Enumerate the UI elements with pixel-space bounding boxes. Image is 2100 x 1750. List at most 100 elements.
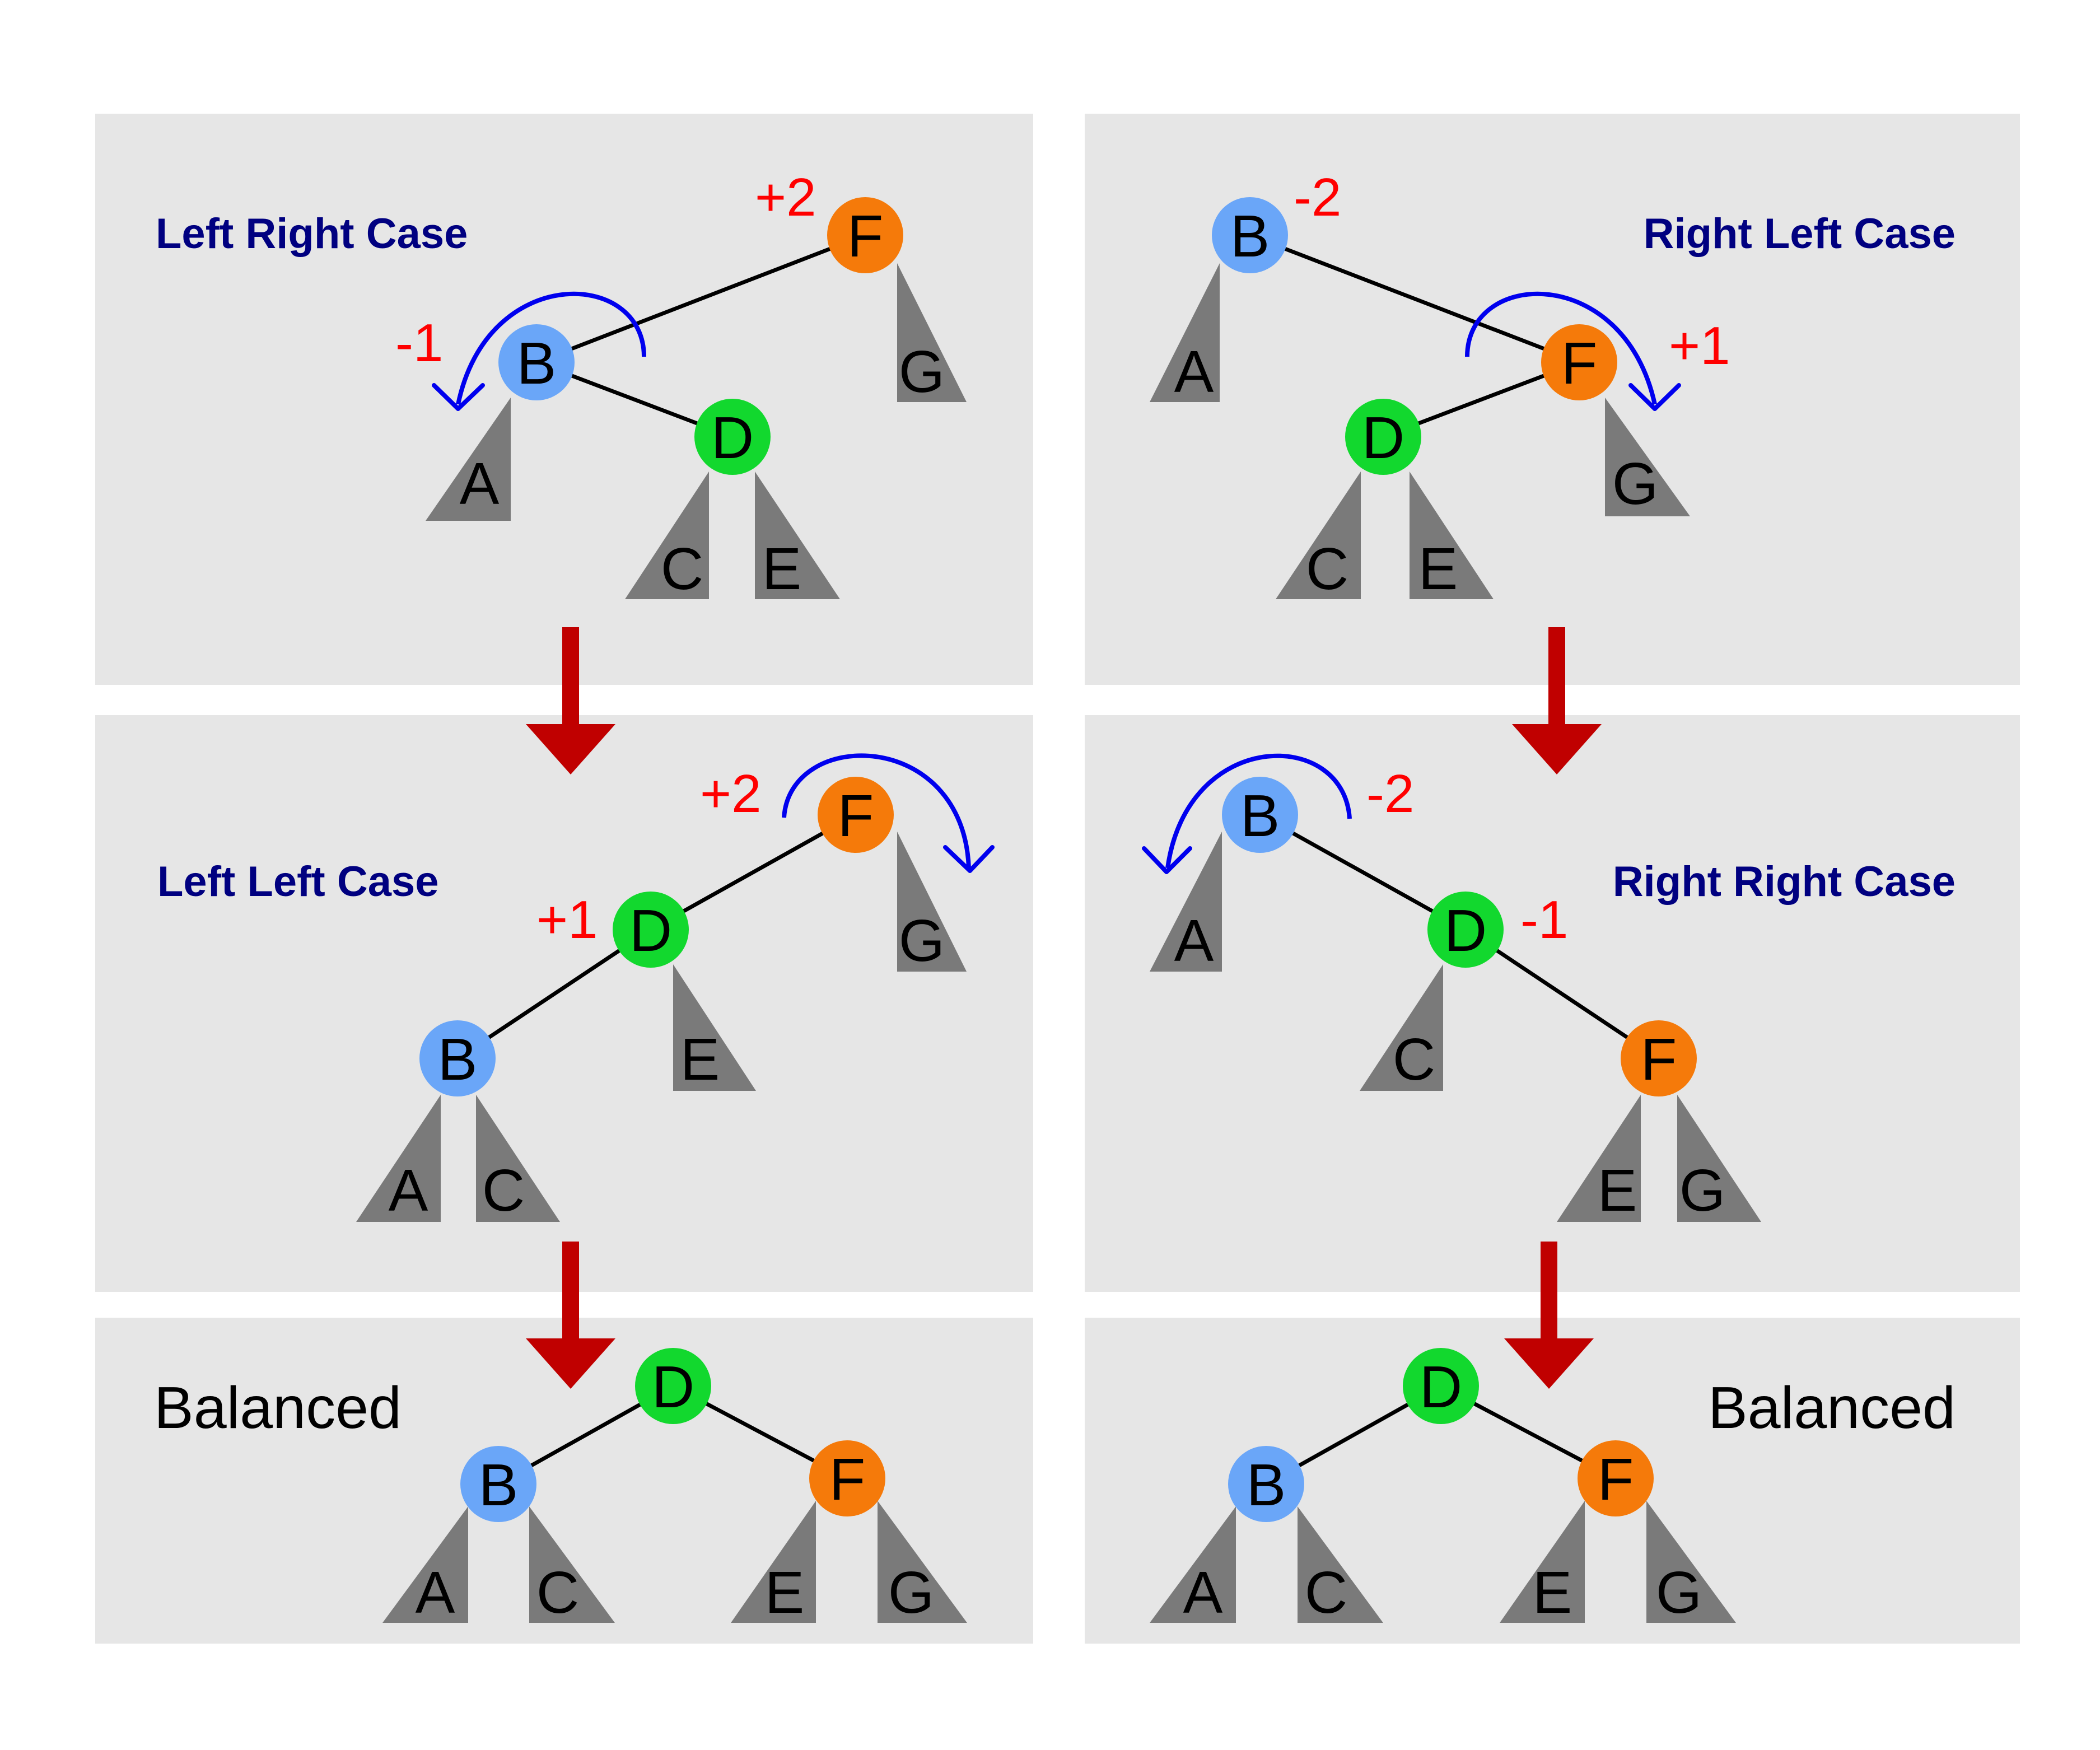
subtree-c: C — [1360, 964, 1443, 1093]
svg-text:B: B — [438, 1026, 478, 1093]
subtree-a: A — [1150, 1506, 1236, 1626]
svg-text:C: C — [536, 1560, 580, 1626]
subtree-c: C — [1276, 472, 1361, 602]
svg-text:D: D — [629, 898, 673, 964]
triangle-icon — [1276, 472, 1361, 599]
svg-text:D: D — [1420, 1354, 1463, 1420]
triangle-icon — [1150, 832, 1222, 972]
svg-text:C: C — [1305, 1560, 1348, 1626]
subtree-c: C — [1298, 1506, 1383, 1626]
node-f: F — [818, 777, 894, 853]
case-title: Left Left Case — [157, 858, 439, 906]
node-f: F — [1621, 1020, 1697, 1096]
svg-text:B: B — [1240, 783, 1280, 849]
balance-factor-d: -1 — [1520, 890, 1568, 950]
triangle-icon — [897, 263, 967, 402]
triangle-icon — [731, 1501, 816, 1623]
triangle-icon — [673, 964, 756, 1091]
case-title: Left Right Case — [156, 210, 468, 258]
node-f: F — [1541, 324, 1617, 400]
curved-arrow-icon — [1165, 753, 1352, 869]
balance-factor-f: +1 — [1669, 316, 1730, 376]
case-title: Right Right Case — [1613, 858, 1956, 906]
panel-right-left-case — [1085, 114, 2020, 685]
svg-text:B: B — [517, 330, 557, 396]
triangle-icon — [356, 1095, 441, 1222]
node-d: D — [694, 399, 771, 475]
triangle-icon — [382, 1506, 468, 1623]
subtree-g: G — [897, 263, 967, 405]
svg-text:C: C — [661, 536, 704, 602]
svg-text:A: A — [1183, 1560, 1223, 1626]
svg-text:G: G — [1612, 451, 1658, 517]
node-f: F — [1578, 1440, 1654, 1516]
down-arrow-icon — [526, 627, 615, 774]
svg-text:F: F — [847, 203, 884, 269]
svg-text:E: E — [680, 1026, 720, 1093]
subtree-g: G — [878, 1501, 967, 1626]
down-arrow-icon — [1512, 627, 1602, 774]
triangle-icon — [1150, 1506, 1236, 1623]
subtree-g: G — [897, 832, 967, 974]
triangle-icon — [1150, 263, 1220, 402]
svg-text:F: F — [1598, 1446, 1634, 1513]
svg-text:G: G — [1656, 1560, 1702, 1626]
balance-factor-b: -1 — [395, 313, 443, 373]
svg-text:A: A — [460, 451, 500, 517]
triangle-icon — [1557, 1095, 1641, 1222]
svg-text:A: A — [1174, 908, 1214, 974]
curved-arrow-icon — [432, 383, 485, 411]
curved-arrow-icon — [456, 291, 646, 405]
subtree-c: C — [625, 472, 709, 602]
svg-text:A: A — [389, 1158, 428, 1224]
node-f: F — [809, 1440, 885, 1516]
node-d: D — [635, 1348, 711, 1424]
svg-text:E: E — [1533, 1560, 1572, 1626]
svg-text:C: C — [1306, 536, 1349, 602]
subtree-g: G — [1605, 398, 1690, 517]
subtree-g: G — [1677, 1095, 1761, 1224]
svg-text:G: G — [888, 1560, 934, 1626]
balance-factor-d: +1 — [536, 890, 598, 950]
svg-text:E: E — [1598, 1158, 1637, 1224]
triangle-icon — [1410, 472, 1494, 599]
triangle-icon — [755, 472, 840, 599]
svg-text:A: A — [1174, 339, 1214, 405]
balance-factor-f: +2 — [700, 764, 761, 824]
svg-text:D: D — [652, 1354, 695, 1420]
svg-text:F: F — [1561, 330, 1598, 396]
subtree-a: A — [356, 1095, 441, 1224]
triangle-icon — [426, 398, 511, 521]
svg-text:F: F — [829, 1446, 866, 1513]
svg-text:C: C — [482, 1158, 525, 1224]
balance-factor-b: -2 — [1366, 764, 1414, 824]
node-d: D — [613, 892, 689, 968]
subtree-g: G — [1646, 1501, 1736, 1626]
node-b: B — [1222, 777, 1298, 853]
curved-arrow-icon — [782, 753, 971, 869]
node-b: B — [419, 1020, 496, 1096]
node-b: B — [1212, 197, 1288, 273]
node-b: B — [1228, 1446, 1304, 1522]
curved-arrow-icon — [1465, 291, 1657, 405]
node-d: D — [1427, 892, 1504, 968]
subtree-a: A — [1150, 263, 1220, 405]
triangle-icon — [878, 1501, 967, 1623]
subtree-a: A — [426, 398, 511, 521]
subtree-e: E — [1500, 1501, 1585, 1626]
node-b: B — [460, 1446, 536, 1522]
triangle-icon — [1677, 1095, 1761, 1222]
node-d: D — [1403, 1348, 1479, 1424]
svg-text:D: D — [711, 405, 754, 471]
triangle-icon — [1605, 398, 1690, 516]
svg-text:A: A — [416, 1560, 455, 1626]
triangle-icon — [1646, 1501, 1736, 1623]
svg-text:F: F — [1641, 1026, 1677, 1093]
svg-text:C: C — [1393, 1026, 1436, 1093]
subtree-c: C — [476, 1095, 560, 1224]
balance-factor-f: +2 — [755, 167, 816, 227]
triangle-icon — [529, 1506, 615, 1623]
curved-arrow-icon — [1628, 383, 1681, 411]
curved-arrow-icon — [943, 845, 995, 873]
node-f: F — [827, 197, 903, 273]
